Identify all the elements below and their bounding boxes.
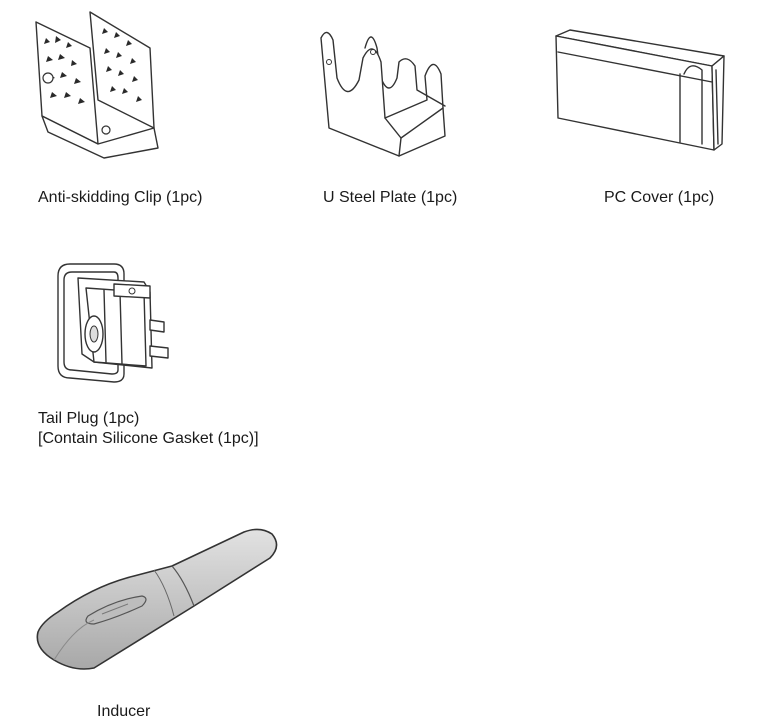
tail-plug-label-line1: Tail Plug (1pc)	[38, 410, 140, 427]
inducer-illustration	[36, 528, 278, 670]
u-steel-plate-label: U Steel Plate (1pc)	[323, 189, 458, 206]
anti-skid-clip-label: Anti-skidding Clip (1pc)	[38, 189, 203, 206]
tail-plug-illustration	[57, 263, 169, 383]
pc-cover-illustration	[555, 29, 725, 151]
tail-plug-label: Tail Plug (1pc) [Contain Silicone Gasket…	[38, 409, 259, 449]
inducer-label: Inducer	[97, 703, 151, 720]
u-steel-plate-illustration	[320, 31, 446, 157]
anti-skid-clip-illustration	[35, 11, 159, 159]
tail-plug-label-line2: [Contain Silicone Gasket (1pc)]	[38, 430, 259, 447]
pc-cover-label: PC Cover (1pc)	[604, 189, 715, 206]
